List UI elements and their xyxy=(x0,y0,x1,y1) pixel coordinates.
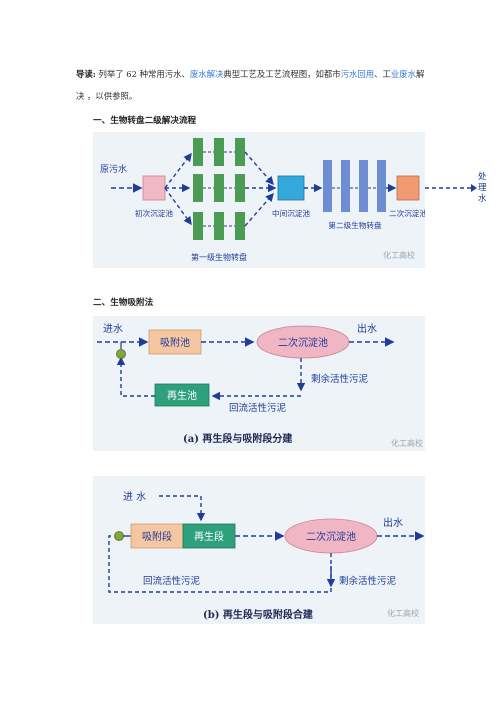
intro-text-2: 典型工艺及工艺流程图，如都市 xyxy=(223,69,341,79)
regeneration-tank-a xyxy=(154,383,210,407)
rbc-flow-diagram: 原污水 初次沉淀池 第一级生物转盘 中间沉淀池 xyxy=(100,138,427,262)
second-stage-label: 第二级生物转盘 xyxy=(328,220,382,230)
figure2b-watermark: 化工高校 xyxy=(387,608,419,618)
clarifier-label-a: 二次沉淀池 xyxy=(278,336,328,349)
primary-tank-label: 初次沉淀池 xyxy=(135,208,173,218)
arrow-inflow-b xyxy=(159,495,206,522)
excess-sludge-label-a: 剩余活性污泥 xyxy=(311,373,369,385)
second-stage-discs xyxy=(323,160,386,212)
outflow-label-b: 出水 xyxy=(383,516,403,529)
caption-b: (b) 再生段与吸附段合建 xyxy=(203,608,314,621)
primary-tank xyxy=(142,175,166,201)
inflow-label-b: 进 水 xyxy=(123,491,146,503)
adsorption-tank-a xyxy=(148,329,202,355)
section1-title: 一、生物转盘二级解决流程 xyxy=(93,116,197,126)
return-sludge-label-a: 回流活性污泥 xyxy=(229,402,287,414)
figure-rbc-two-stage: 原污水 初次沉淀池 第一级生物转盘 中间沉淀池 xyxy=(93,132,427,268)
regeneration-section-b xyxy=(182,523,236,549)
outflow-label-a: 出水 xyxy=(357,322,377,335)
adsorption-tank-label-a: 吸附池 xyxy=(160,336,190,349)
secondary-tank xyxy=(396,175,420,201)
intro-lead: 导读: xyxy=(76,69,96,79)
arrow-merge-up xyxy=(244,151,274,186)
first-stage-label: 第一级生物转盘 xyxy=(191,252,247,262)
biosorption-combined-diagram: 进 水 吸附段 再生段 二次沉淀池 出水 回流活性污泥 剩余活性污泥 (b) 再… xyxy=(108,491,425,621)
arrow-return-sludge-b xyxy=(108,535,332,593)
valve-a xyxy=(116,349,126,359)
figure2a-watermark: 化工高校 xyxy=(391,438,423,448)
figure-biosorption-combined: 进 水 吸附段 再生段 二次沉淀池 出水 回流活性污泥 剩余活性污泥 (b) 再… xyxy=(93,476,425,624)
biosorption-separate-diagram: 进水 吸附池 二次沉淀池 出水 剩余活性污泥 回流活性污泥 再生池 (a) 再生… xyxy=(97,322,423,448)
raw-water-label: 原污水 xyxy=(100,163,127,175)
middle-tank-label: 中间沉淀池 xyxy=(272,208,310,218)
clarifier-label-b: 二次沉淀池 xyxy=(306,530,356,543)
regeneration-tank-label-a: 再生池 xyxy=(167,389,197,402)
first-stage-discs xyxy=(193,138,245,240)
valve-b xyxy=(114,531,124,541)
section2-title: 二、生物吸附法 xyxy=(93,298,154,308)
link-wastewater-treatment[interactable]: 废水解决 xyxy=(189,69,224,79)
arrow-branch-up xyxy=(164,152,192,189)
inflow-label-a: 进水 xyxy=(103,323,123,335)
arrow-merge-down xyxy=(244,192,274,227)
regeneration-section-label-b: 再生段 xyxy=(194,530,224,543)
figure1-watermark: 化工高校 xyxy=(383,250,415,260)
secondary-tank-label: 二次沉淀池 xyxy=(389,208,425,218)
intro-paragraph: 导读: 列举了 62 种常用污水、废水解决典型工艺及工艺流程图，如都市污水回用、… xyxy=(76,63,426,107)
link-sewage-reuse[interactable]: 污水回用 xyxy=(340,69,375,79)
figure-biosorption-separate: 进水 吸附池 二次沉淀池 出水 剩余活性污泥 回流活性污泥 再生池 (a) 再生… xyxy=(93,316,425,451)
caption-a: (a) 再生段与吸附段分建 xyxy=(183,432,293,445)
excess-sludge-label-b: 剩余活性污泥 xyxy=(339,575,397,587)
arrow-to-treated xyxy=(425,184,477,192)
link-industrial-wastewater[interactable]: 业废水 xyxy=(390,69,416,79)
adsorption-section-label-b: 吸附段 xyxy=(142,530,172,543)
intro-text-1: 列举了 62 种常用污水、 xyxy=(95,69,190,79)
middle-tank xyxy=(277,175,305,201)
return-sludge-label-b: 回流活性污泥 xyxy=(143,575,201,587)
treated-water-label: 处理水 xyxy=(478,172,487,204)
intro-text-4: 解决 ，以供参照。 xyxy=(76,69,425,101)
arrow-branch-down xyxy=(164,187,192,226)
intro-text-3: 、工 xyxy=(374,69,391,79)
arrow-regen-loop-a xyxy=(116,356,155,397)
